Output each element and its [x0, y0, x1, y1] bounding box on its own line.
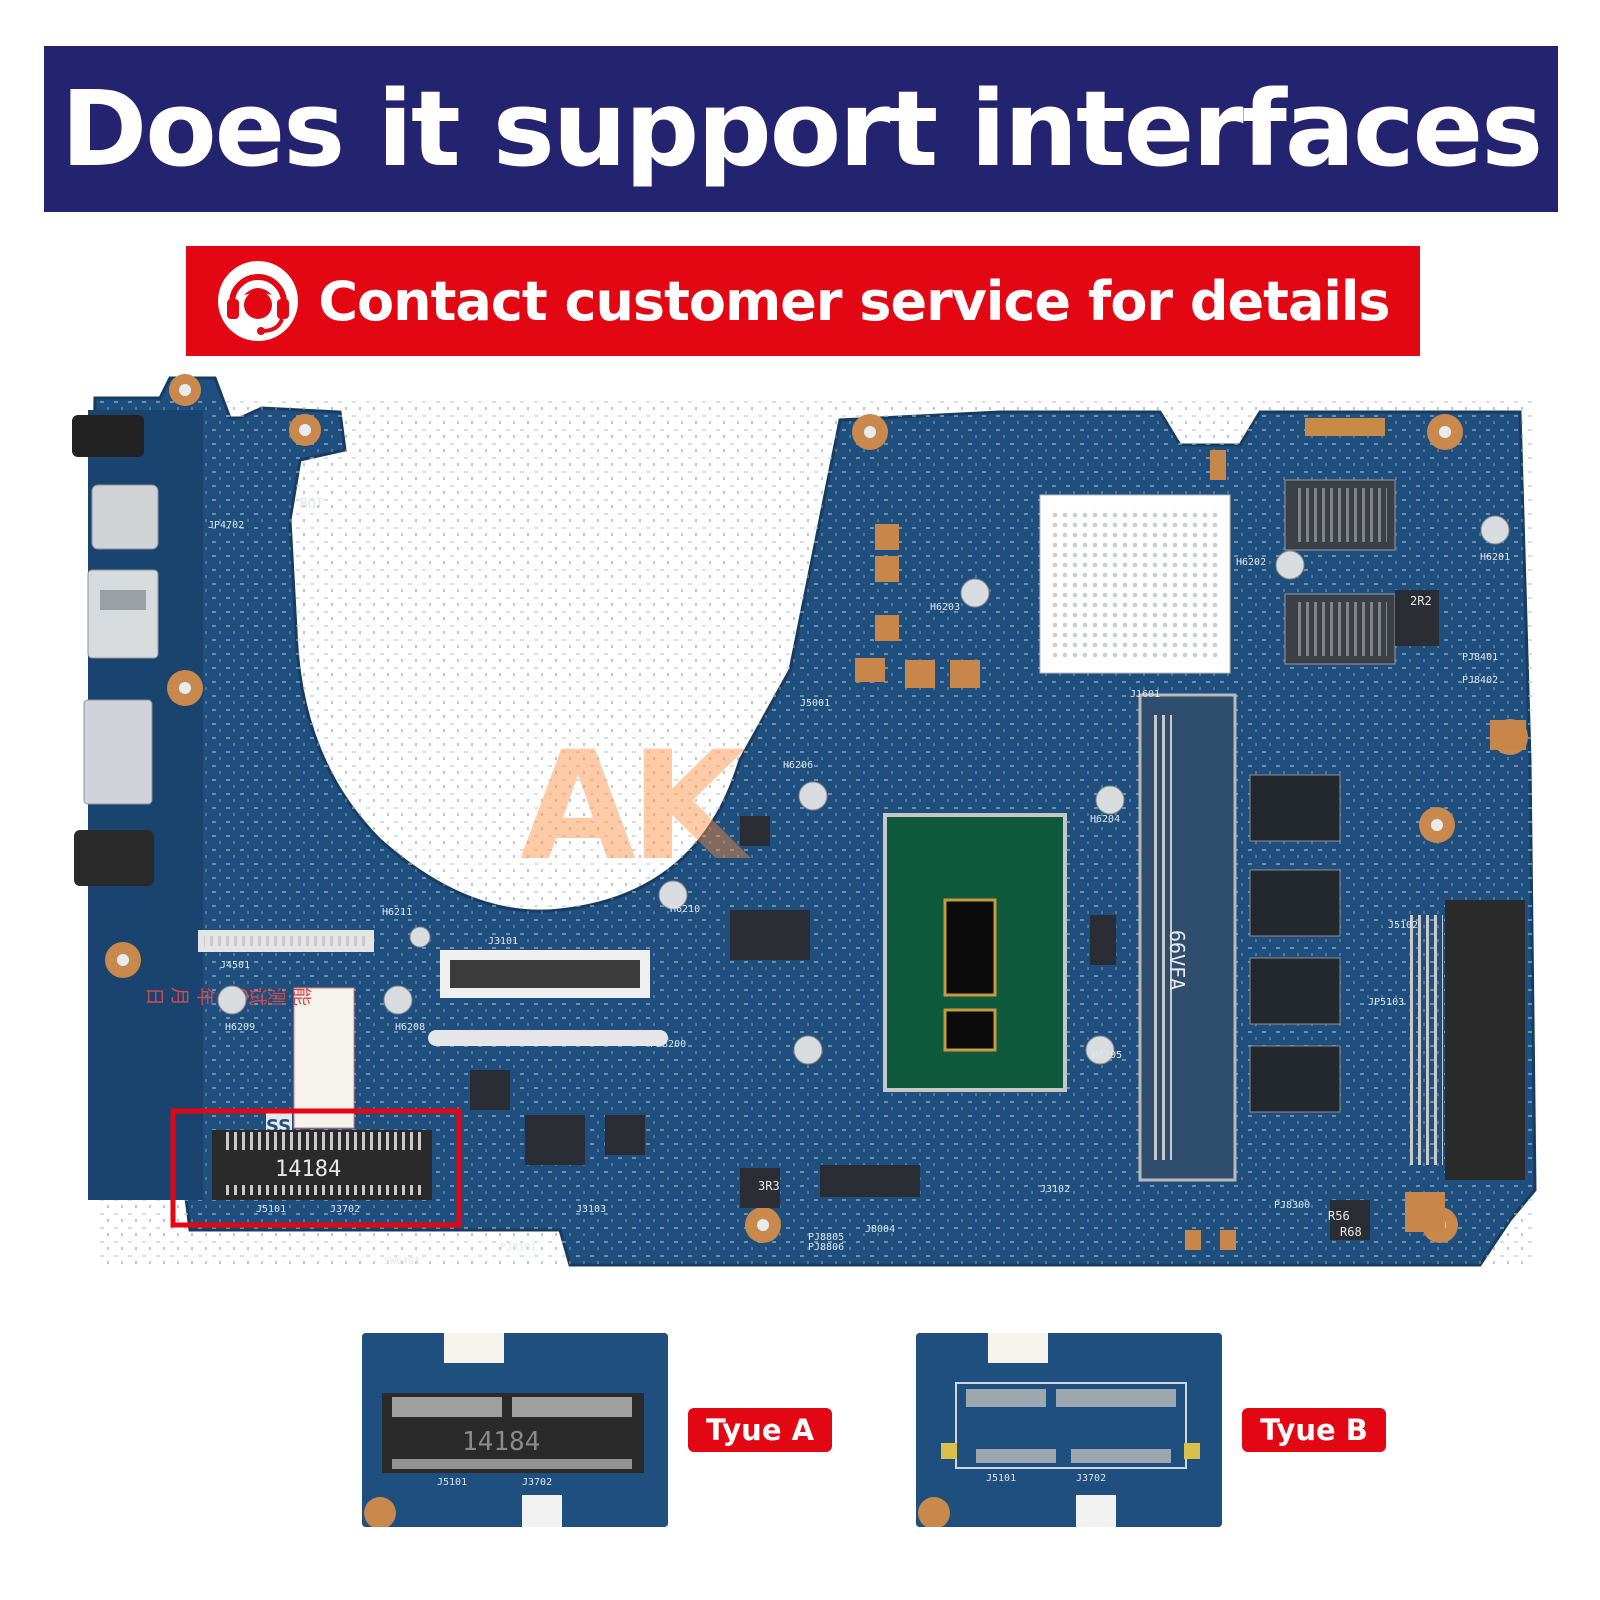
connector-marking: 14184 — [275, 1157, 341, 1182]
usb-port-1 — [91, 484, 159, 550]
option-b-badge[interactable]: Tyue B — [1242, 1408, 1386, 1452]
svg-text:R56: R56 — [1328, 1209, 1350, 1223]
ram-marking: 66VFA — [1165, 930, 1189, 990]
option-b-image: J5101 J3702 — [916, 1333, 1222, 1527]
option-a-marking: 14184 — [462, 1427, 540, 1457]
svg-text:SW6401: SW6401 — [384, 1256, 420, 1267]
svg-text:H6206: H6206 — [783, 760, 813, 771]
svg-text:2R2: 2R2 — [1410, 594, 1432, 608]
svg-text:H6210: H6210 — [670, 904, 700, 915]
onboard-ram — [1249, 774, 1341, 1113]
svg-text:J1601: J1601 — [1130, 689, 1160, 700]
contact-label: Contact customer service for details — [318, 269, 1390, 333]
dc-jack — [74, 830, 154, 886]
svg-text:J8004: J8004 — [865, 1224, 895, 1235]
svg-text:PJ8101: PJ8101 — [500, 1242, 536, 1253]
svg-text:H6211: H6211 — [382, 907, 412, 918]
svg-text:H6205: H6205 — [1092, 1050, 1122, 1061]
svg-text:J5001: J5001 — [800, 698, 830, 709]
svg-text:H6201: H6201 — [1480, 552, 1510, 563]
test-sticker — [293, 987, 355, 1129]
title-banner: Does it support interfaces — [44, 46, 1558, 212]
motherboard-svg: 66VFA 能 测试OK 年 月 日 SS 14184 — [72, 374, 1537, 1267]
svg-text:PJ8401: PJ8401 — [1462, 652, 1498, 663]
svg-text:J5101: J5101 — [256, 1204, 286, 1215]
svg-text:J5101: J5101 — [437, 1477, 467, 1488]
svg-text:JP4702: JP4702 — [208, 520, 244, 531]
svg-text:JP5103: JP5103 — [1368, 997, 1404, 1008]
svg-text:PJ8300: PJ8300 — [1274, 1200, 1310, 1211]
svg-text:J4501: J4501 — [220, 960, 250, 971]
svg-text:H6202: H6202 — [1236, 557, 1266, 568]
svg-text:PJ8402: PJ8402 — [1462, 675, 1498, 686]
option-b-thumbnail[interactable]: J5101 J3702 — [916, 1333, 1222, 1527]
svg-text:R68: R68 — [1340, 1225, 1362, 1239]
option-a-thumbnail[interactable]: 14184 J5101 J3702 — [362, 1333, 668, 1527]
svg-text:J5102: J5102 — [1388, 920, 1418, 931]
option-a-image: 14184 J5101 J3702 — [362, 1333, 668, 1527]
svg-text:PJ8806: PJ8806 — [808, 1242, 844, 1253]
svg-text:J3702: J3702 — [1076, 1473, 1106, 1484]
svg-text:J5101: J5101 — [986, 1473, 1016, 1484]
svg-text:J3102: J3102 — [1040, 1184, 1070, 1195]
sata-connector — [1445, 900, 1525, 1180]
svg-text:PJ8805: PJ8805 — [808, 1232, 844, 1243]
headset-icon — [218, 261, 299, 341]
option-a-badge[interactable]: Tyue A — [688, 1408, 832, 1452]
audio-jack — [72, 415, 144, 457]
svg-text:J3101: J3101 — [488, 936, 518, 947]
svg-text:J3103: J3103 — [576, 1204, 606, 1215]
brand-watermark: AK — [520, 720, 746, 894]
highlight-box — [170, 1108, 462, 1228]
page-title: Does it support interfaces — [60, 68, 1543, 190]
silk-bot: BOT — [300, 497, 324, 512]
svg-text:3R3: 3R3 — [758, 1179, 780, 1193]
svg-text:H6203: H6203 — [930, 602, 960, 613]
svg-text:PJ8200: PJ8200 — [650, 1039, 686, 1050]
svg-text:H6209: H6209 — [225, 1022, 255, 1033]
svg-text:J3702: J3702 — [522, 1477, 552, 1488]
svg-text:H6208: H6208 — [395, 1022, 425, 1033]
hdmi-port — [83, 699, 153, 805]
svg-text:J3702: J3702 — [330, 1204, 360, 1215]
contact-banner[interactable]: Contact customer service for details — [186, 246, 1420, 356]
usb-port-2 — [87, 569, 159, 659]
svg-text:H6204: H6204 — [1090, 814, 1120, 825]
motherboard-image: 66VFA 能 测试OK 年 月 日 SS 14184 — [0, 370, 1600, 1300]
